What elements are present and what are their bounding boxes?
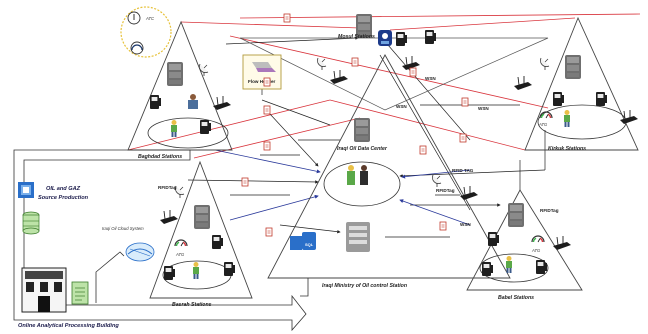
baghdad-pump-icon: [150, 95, 161, 109]
rfid-tag-label: RFIDTag: [436, 188, 455, 193]
source-line2-label: Source Production: [38, 195, 89, 201]
baghdad-stations-label: Baghdad Stations: [138, 154, 182, 160]
mosul-gps-device: [378, 30, 392, 46]
wsn-label: WSN: [460, 222, 471, 227]
olap-building-icon: [21, 267, 67, 313]
basrah-router-icon: [159, 209, 179, 225]
data-center-zone: [323, 161, 401, 207]
babel-worker-icon: [506, 256, 512, 273]
data-center-people: [347, 165, 368, 185]
blue-links: [214, 149, 471, 226]
ministry-server: [346, 222, 370, 252]
sql-database-icon: SQL: [290, 232, 316, 250]
rfid-tag-caps-label: RFID TAG: [452, 168, 474, 173]
router-icon: [329, 69, 349, 85]
babel-pump-icon: [488, 232, 499, 246]
rfid-tag-icon: [409, 67, 417, 77]
baghdad-router-icon: [212, 95, 232, 111]
rfid-tag-icon: [263, 77, 271, 87]
dish-icon: [432, 174, 442, 188]
baghdad-pump-icon-2: [200, 120, 211, 134]
baghdad-zone: [147, 117, 229, 149]
basrah-atg-label: ATG: [175, 252, 185, 257]
data-center-server: [354, 118, 370, 142]
kirkuk-stations-label: Kirkuk Stations: [548, 146, 586, 152]
kirkuk-zone: [537, 104, 627, 140]
kirkuk-atg-label: ATG: [538, 122, 548, 127]
basrah-pump-icon-2: [164, 266, 175, 280]
kirkuk-server: [565, 55, 581, 79]
dish-icon: [317, 57, 327, 71]
rfid-tag-icon: [461, 97, 469, 107]
babel-zone: [479, 253, 549, 283]
kirkuk-dish-icon: [540, 57, 550, 71]
rfid-tag-icon: [283, 13, 291, 23]
basrah-worker-icon: [193, 262, 199, 279]
basrah-triangle: [149, 160, 253, 299]
rfid-tag-icon: [439, 221, 447, 231]
rfid-tag-icon: [263, 105, 271, 115]
wsn-label: WSN: [396, 104, 407, 109]
ministry-label: Iraqi Ministry of Oil control Station: [322, 283, 407, 289]
mosul-stations-label: Mosul Stations: [338, 34, 375, 40]
basrah-gauge-icon: [174, 239, 188, 247]
kirkuk-pump-icon-2: [596, 92, 607, 106]
cloud-system-label: Iraqi Oil Cloud System: [102, 226, 144, 231]
atc-gauge-label: ATC: [145, 16, 155, 21]
data-center-label: Iraqi Oil Data Center: [337, 146, 388, 152]
kirkuk-pump-icon: [553, 92, 564, 106]
basrah-pump-icon-3: [224, 262, 235, 276]
source-production-icon: [18, 182, 34, 198]
rfid-tag-icon: [419, 145, 427, 155]
baghdad-operator: [188, 94, 198, 109]
babel-stations-label: Babel Stations: [498, 295, 534, 301]
kirkuk-router-icon: [513, 75, 533, 91]
baghdad-dish-icon: [199, 63, 209, 77]
rfid-tag-icon: [265, 227, 273, 237]
svg-text:SQL: SQL: [305, 242, 314, 247]
mosul-pump-icon: [396, 32, 407, 46]
rfid-tag-icon: [459, 133, 467, 143]
rfid-tag-icon: [263, 141, 271, 151]
basrah-server: [194, 205, 210, 229]
wsn-label: WSN: [425, 76, 436, 81]
olap-building-label: Online Analytical Processing Building: [18, 323, 119, 329]
black-links: [187, 36, 546, 238]
atc-gauge: ATC: [120, 6, 172, 58]
basrah-dish-icon: [175, 185, 185, 199]
olap-outline: [13, 149, 309, 332]
rfid-tag-icon: [241, 177, 249, 187]
source-line1-label: OIL and GAZ: [46, 186, 81, 192]
basrah-rfid-label: RFIDTag: [158, 185, 177, 190]
database-icon: [22, 211, 40, 235]
ministry-triangle: [267, 54, 511, 279]
babel-server: [508, 203, 524, 227]
babel-pump-icon-2: [482, 262, 493, 276]
babel-atg-label: ATG: [531, 248, 541, 253]
kirkuk-worker-icon: [564, 110, 570, 127]
mosul-pump-icon-2: [425, 30, 436, 44]
kirkuk-triangle: [524, 16, 639, 151]
babel-router-icon: [552, 235, 572, 251]
cloud-system: Iraqi Oil Cloud System: [102, 226, 155, 262]
flow-header: Flow Header: [242, 54, 282, 90]
wsn-label: WSN: [478, 106, 489, 111]
rfid-tag-icon: [351, 57, 359, 67]
basrah-pump-icon: [212, 235, 223, 249]
flow-header-label: Flow Header: [248, 79, 276, 84]
baghdad-server: [167, 62, 183, 86]
baghdad-worker-icon: [171, 120, 177, 137]
babel-gauge-icon: [531, 235, 545, 243]
babel-rfid-label: RFIDTag: [540, 208, 559, 213]
document-icon: [71, 281, 89, 305]
mosul-kirkuk-inverted: [239, 37, 549, 111]
